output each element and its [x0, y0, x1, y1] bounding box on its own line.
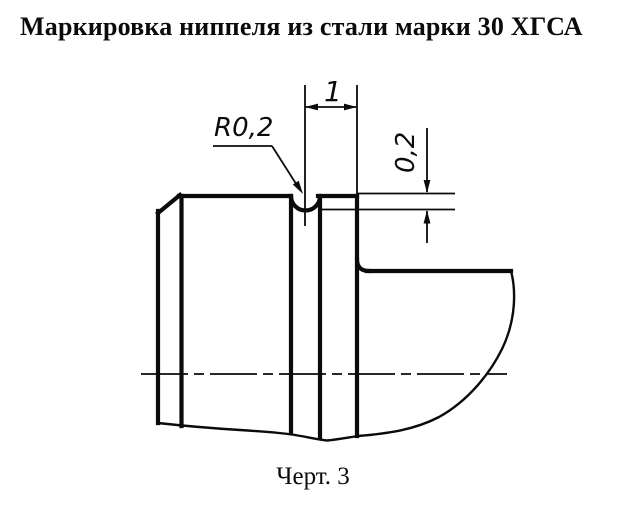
figure-title: Маркировка ниппеля из стали марки 30 ХГС… — [20, 12, 583, 41]
dimension-groove-width: 1 — [304, 75, 358, 226]
figure-caption: Черт. 3 — [276, 463, 350, 490]
right-break-line — [356, 269, 516, 438]
dimension-groove-depth: 0,2 — [318, 128, 455, 243]
break-lines — [156, 269, 516, 442]
lower-arrowhead — [423, 210, 431, 224]
chamfer-edge — [155, 192, 183, 216]
arrowhead-right — [344, 103, 357, 111]
leader-arrowhead — [292, 180, 303, 194]
bottom-break-line — [156, 421, 360, 442]
leader-line — [271, 145, 301, 191]
nipple-outline — [155, 192, 514, 441]
arrowhead-left — [305, 103, 318, 111]
groove-depth-label: 0,2 — [391, 132, 421, 173]
groove-width-label: 1 — [324, 75, 342, 108]
radius-callout: R0,2 — [213, 113, 303, 194]
upper-arrowhead — [423, 180, 431, 193]
corner-radius-label: R0,2 — [214, 113, 273, 143]
